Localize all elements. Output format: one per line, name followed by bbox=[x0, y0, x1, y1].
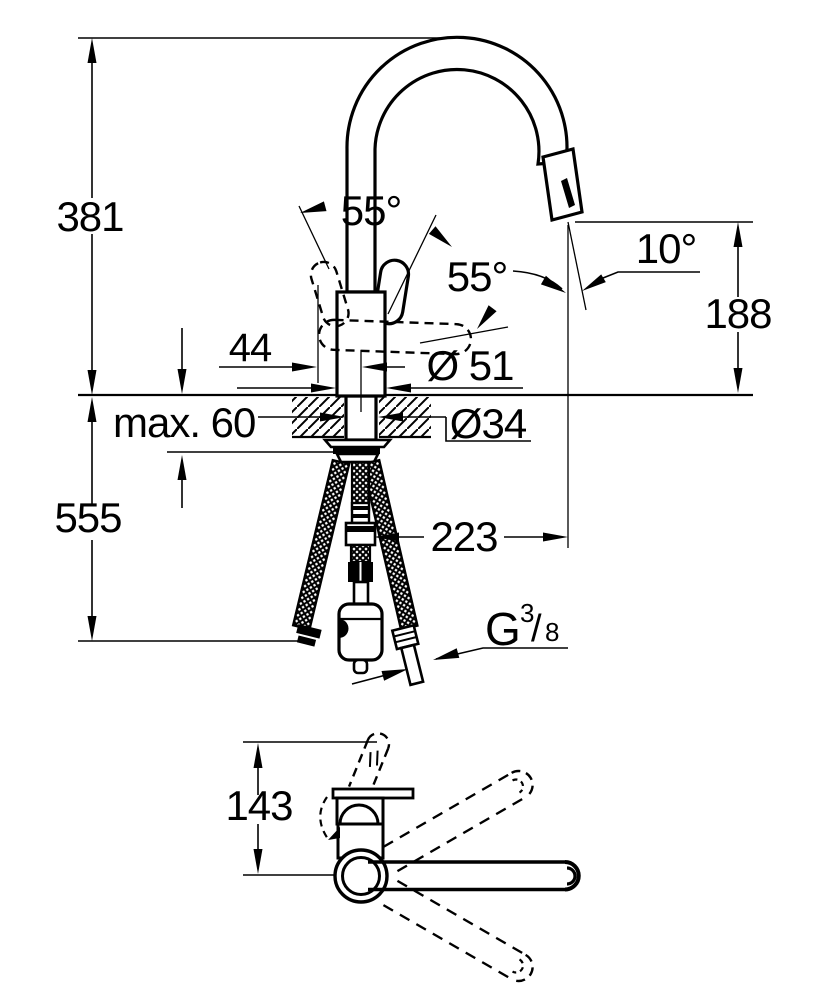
label-hose-length: 555 bbox=[54, 494, 121, 541]
dimension-framework bbox=[78, 37, 753, 642]
label-angle10: 10° bbox=[636, 225, 697, 272]
tv-cartridge-dome bbox=[338, 803, 380, 825]
supply-hose-left bbox=[291, 458, 351, 631]
dim-angle55-left bbox=[298, 201, 452, 315]
label-handle-offset: 44 bbox=[229, 326, 272, 370]
valve-side-port bbox=[339, 619, 349, 638]
label-thread-g38: G 3 / 8 bbox=[485, 598, 560, 655]
tv-handle-raised-dashed bbox=[347, 732, 391, 790]
spray-head-detail bbox=[561, 178, 575, 208]
dim-angle10 bbox=[567, 221, 700, 311]
dim-angle55-right bbox=[419, 270, 566, 344]
top-view bbox=[243, 732, 581, 983]
handle-position-open bbox=[317, 318, 473, 356]
dim-dia51 bbox=[237, 383, 523, 393]
label-hole-diameter: Ø34 bbox=[450, 400, 527, 447]
valve-stem bbox=[352, 658, 369, 675]
dim-223 bbox=[374, 225, 569, 548]
tv-arc-arrow bbox=[328, 827, 340, 840]
label-spout-reach: 223 bbox=[430, 513, 497, 560]
label-angle55-right: 55° bbox=[447, 253, 508, 300]
thread-letter: G bbox=[485, 603, 520, 655]
label-body-diameter: Ø 51 bbox=[426, 342, 513, 389]
stabilizing-plate bbox=[322, 438, 393, 449]
tv-spout-hub-inner bbox=[341, 856, 381, 896]
thread-slash: / bbox=[531, 608, 542, 650]
tv-spout-swivel-up bbox=[382, 769, 534, 873]
tv-spout-tube bbox=[368, 860, 581, 892]
dim-max60 bbox=[167, 328, 333, 508]
dim-44 bbox=[219, 285, 405, 412]
pullout-hose-lower bbox=[349, 543, 372, 564]
horseshoe-washer bbox=[333, 447, 380, 454]
dim-dia34 bbox=[258, 412, 531, 442]
hose-fitting-right bbox=[390, 623, 425, 687]
dim-381 bbox=[87, 38, 97, 395]
label-top-view-depth: 143 bbox=[225, 782, 292, 829]
overlay-dimensions bbox=[219, 201, 700, 685]
label-max-counter: max. 60 bbox=[113, 399, 255, 446]
label-angle55-left: 55° bbox=[341, 187, 402, 234]
tv-handle-swing-arc bbox=[319, 796, 329, 840]
dim-188 bbox=[733, 222, 743, 393]
under-counter-assembly bbox=[291, 394, 425, 687]
dim-thread-g38 bbox=[351, 647, 568, 685]
label-outlet-height: 188 bbox=[704, 290, 771, 337]
connection-pipe bbox=[399, 643, 425, 687]
tv-spout-swivel-down bbox=[382, 879, 534, 983]
label-overall-height: 381 bbox=[56, 193, 123, 240]
hose-fitting-left bbox=[296, 624, 322, 647]
thread-numerator: 3 bbox=[520, 598, 534, 628]
faucet-above-counter bbox=[309, 35, 584, 398]
valve-inlet-tube bbox=[352, 580, 370, 606]
dim-555 bbox=[87, 397, 97, 641]
thread-denominator: 8 bbox=[545, 617, 559, 647]
dim-143 bbox=[253, 743, 263, 874]
dimension-labels: 381 555 188 max. 60 44 Ø 51 Ø34 223 143 … bbox=[54, 187, 772, 829]
